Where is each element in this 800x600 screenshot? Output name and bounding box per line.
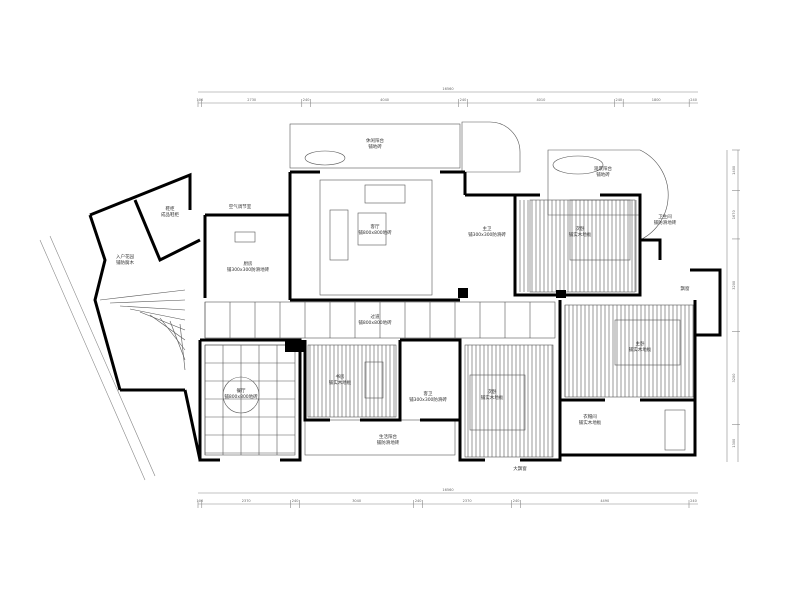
deck-line <box>179 323 186 371</box>
bathtub <box>664 409 686 451</box>
dim-segment: 3200 <box>732 374 736 383</box>
deck-line <box>99 289 186 301</box>
room-note-dining: 铺800x800地砖 <box>224 393 258 400</box>
room-note-balcony-e: 铺地砖 <box>596 171 610 178</box>
coffee-table <box>357 212 387 246</box>
dining-table <box>222 376 260 414</box>
room-label-kitchen: 厨房 <box>244 260 253 267</box>
room-note-entry: 铺防腐木 <box>116 259 134 266</box>
room-note-corridor: 铺800x800地砖 <box>358 319 392 326</box>
dim-segment: 2730 <box>247 98 256 102</box>
dim-segment: 1800 <box>652 98 661 102</box>
room-label-bath1: 主卫 <box>483 225 492 232</box>
deck-line <box>159 317 186 351</box>
dim-segment: 1400 <box>732 166 736 175</box>
room-label-bath2: 客卫 <box>424 390 433 397</box>
balcony-table <box>552 155 604 175</box>
tile-grid <box>99 200 694 457</box>
dim-segment: 240 <box>690 98 697 102</box>
dim-segment: 240 <box>690 499 697 503</box>
balcony-chairs <box>304 150 346 166</box>
bed-bedroom2 <box>469 374 526 431</box>
dim-segment: 240 <box>292 499 299 503</box>
living-rug <box>319 179 433 296</box>
deck-line <box>119 305 186 311</box>
room-label-utility: 生活阳台 <box>379 433 397 440</box>
room-note-shoe: 成品鞋柜 <box>161 211 179 218</box>
dim-segment: 3040 <box>352 499 361 503</box>
bed-master <box>614 319 681 366</box>
room-label-master: 主卧 <box>636 340 645 347</box>
room-label-shoe: 鞋柜 <box>166 205 175 212</box>
dim-bottom-segments: 100 2370 240 3040 240 2370 240 4490 240 <box>197 499 697 508</box>
room-note-bed2: 铺实木地板 <box>481 394 504 401</box>
room-label-bay2: 飘窗 <box>681 285 690 292</box>
room-note-bed3: 铺实木地板 <box>569 231 592 238</box>
dim-segment: 240 <box>303 98 310 102</box>
room-note-living: 铺800x800地砖 <box>358 229 392 236</box>
dim-segment: 4010 <box>536 98 545 102</box>
room-note-closet: 铺实木地板 <box>579 419 602 426</box>
room-note-balcony-n: 铺地砖 <box>368 143 382 150</box>
room-note-study: 铺实木地板 <box>329 379 352 386</box>
dim-segment: 240 <box>615 98 622 102</box>
room-label-bath3: 卫生间 <box>658 213 672 220</box>
dim-segment: 100 <box>197 499 204 503</box>
bed-bedroom3 <box>569 199 631 261</box>
room-label-closet: 衣帽间 <box>583 413 597 420</box>
dim-segment: 3200 <box>732 281 736 290</box>
dim-top-total: 16560 <box>442 87 453 91</box>
dim-segment: 1300 <box>732 439 736 448</box>
structural-columns <box>285 288 566 352</box>
room-note-utility: 铺防滑地砖 <box>377 439 400 446</box>
dim-segment: 4040 <box>380 98 389 102</box>
tv-cabinet <box>364 184 406 204</box>
dimension-lines <box>39 91 739 505</box>
dim-segment: 240 <box>415 499 422 503</box>
dim-segment: 100 <box>196 98 203 102</box>
room-label-balcony-e: 观景阳台 <box>594 165 612 172</box>
deck-line <box>129 308 186 321</box>
room-label-balcony-n: 休闲阳台 <box>366 137 384 144</box>
deck-line <box>169 320 186 361</box>
room-label-living: 客厅 <box>371 223 380 230</box>
sofa <box>329 209 349 261</box>
dim-top-segments: 100 2730 240 4040 240 4010 240 1800 240 <box>196 98 697 107</box>
dim-segment: 240 <box>460 98 467 102</box>
room-note-kitchen: 铺300x300防滑地砖 <box>227 266 270 273</box>
room-label-bed2: 次卧 <box>488 388 497 395</box>
dim-segment: 2370 <box>242 499 251 503</box>
room-label-dining: 餐厅 <box>237 387 246 394</box>
room-label-study: 书房 <box>336 373 345 380</box>
room-label-bed3: 次卧 <box>576 225 585 232</box>
room-note-bath2: 铺300x300防滑砖 <box>409 396 447 403</box>
deck-line <box>109 299 186 304</box>
room-note-master: 铺实木地板 <box>629 346 652 353</box>
walls <box>88 170 722 462</box>
room-label-gas: 空气调节室 <box>229 203 252 210</box>
sink <box>234 231 256 243</box>
dim-segment: 1670 <box>732 210 736 219</box>
dim-right-segments: 1400 1670 3200 3200 1300 <box>732 149 740 448</box>
room-note-bath1: 铺300x300防滑砖 <box>468 231 506 238</box>
room-note-bath3: 铺防滑地砖 <box>654 219 677 226</box>
furniture <box>222 150 686 451</box>
dim-segment: 4490 <box>600 499 609 503</box>
room-label-corridor: 过道 <box>371 313 380 320</box>
room-label-bay: 大飘窗 <box>513 465 527 472</box>
room-labels: 休闲阳台铺地砖客厅铺800x800地砖厨房铺300x300防滑地砖入户花园铺防腐… <box>116 137 690 472</box>
desk <box>364 361 384 399</box>
dim-segment: 240 <box>513 499 520 503</box>
room-label-entry: 入户花园 <box>116 253 134 260</box>
dim-bottom-total: 16560 <box>442 488 453 492</box>
dim-segment: 2370 <box>463 499 472 503</box>
